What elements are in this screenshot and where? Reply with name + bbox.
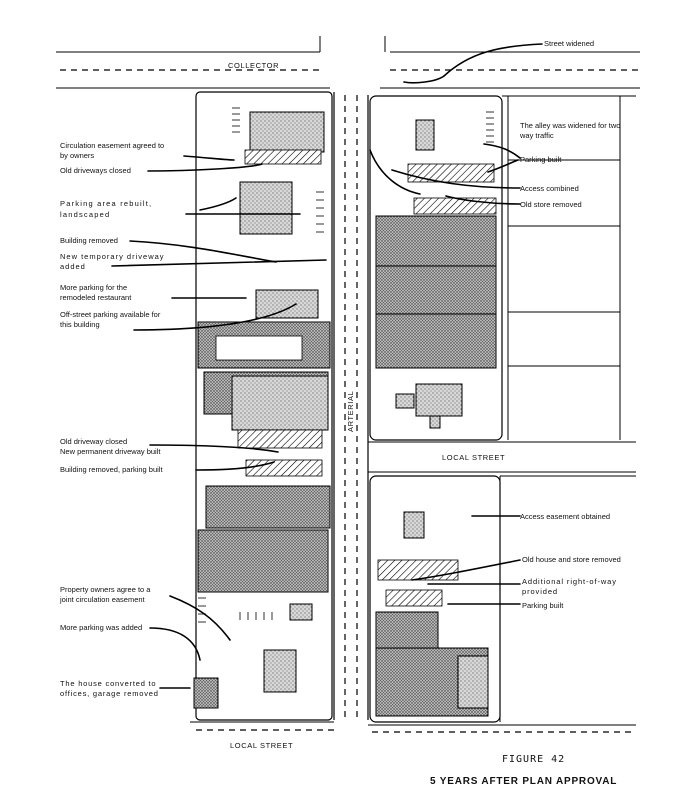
annotation-parking-rebuilt: Parking area rebuilt, landscaped (60, 199, 156, 219)
annotation-more-parking-added: More parking was added (60, 623, 142, 632)
annotation-access-easement: Access easement obtained (520, 512, 610, 521)
left-leaders (111, 155, 327, 689)
annotation-house-converted: The house converted to offices, garage r… (60, 679, 159, 698)
local-street-right-label: LOCAL STREET (442, 453, 505, 462)
local-street-bottom-label: LOCAL STREET (230, 741, 293, 750)
annotation-building-removed-parking: Building removed, parking built (60, 465, 163, 474)
right-block-upper (369, 95, 636, 441)
arterial-street (333, 92, 369, 720)
annotation-more-parking-restaurant: More parking for the remodeled restauran… (60, 283, 132, 302)
annotation-alley-widened: The alley was widened for two way traffi… (519, 121, 623, 140)
collector-street (56, 36, 640, 89)
arterial-label: ARTERIAL (346, 391, 355, 432)
annotation-joint-circulation-easement: Property owners agree to a joint circula… (59, 585, 153, 604)
annotation-additional-right-of-way: Additional right-of-way provided (522, 577, 620, 596)
annotation-street-widened: Street widened (544, 39, 594, 48)
right-leaders (369, 43, 543, 605)
annotation-new-temporary-driveway: New temporary driveway added (60, 252, 168, 271)
collector-label: COLLECTOR (228, 61, 279, 70)
annotation-old-house-store-removed: Old house and store removed (522, 555, 621, 564)
annotation-old-driveways-closed: Old driveways closed (60, 166, 131, 175)
local-street-bottom (190, 721, 636, 733)
annotation-old-store-removed: Old store removed (520, 200, 582, 209)
annotation-parking-built-upper: Parking built (520, 155, 562, 164)
annotation-old-driveway-closed: Old driveway closed New permanent drivew… (60, 437, 161, 456)
annotation-access-combined: Access combined (520, 184, 579, 193)
annotation-circulation-easement: Circulation easement agreed to by owners (60, 141, 166, 160)
right-annotations: Street widened The alley was widened for… (519, 39, 623, 610)
local-street-right (368, 441, 636, 473)
figure-number: FIGURE 42 (502, 754, 565, 765)
annotation-building-removed: Building removed (60, 236, 118, 245)
right-block-lower (369, 475, 636, 723)
annotation-off-street-parking: Off-street parking available for this bu… (60, 310, 162, 329)
figure-title: 5 YEARS AFTER PLAN APPROVAL (430, 776, 617, 787)
left-block (193, 91, 333, 721)
annotation-parking-built-lower: Parking built (522, 601, 564, 610)
left-annotations: Circulation easement agreed to by owners… (59, 141, 168, 698)
